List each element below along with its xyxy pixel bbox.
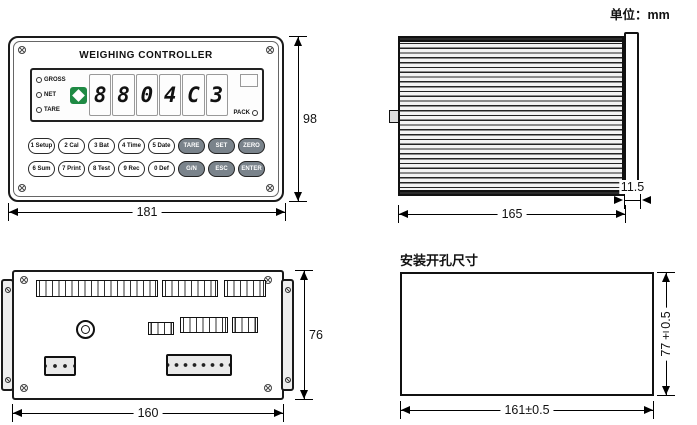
front-bezel-side — [624, 32, 639, 190]
keypad: 1 Setup 2 Cal 3 Bat 4 Time 5 Date TARE S… — [28, 138, 268, 177]
side-view-heatsink — [398, 36, 624, 196]
mounting-ear-left — [1, 279, 14, 391]
dim-bezel-depth: 11.5 — [614, 180, 651, 209]
side-top-rail — [398, 36, 624, 42]
terminal-strip — [162, 280, 218, 297]
keypad-row-1: 1 Setup 2 Cal 3 Bat 4 Time 5 Date TARE S… — [28, 138, 268, 154]
dim-cutout-width: 161±0.5 — [400, 401, 654, 419]
key-def: 0 Def — [148, 161, 175, 177]
key-print: 7 Print — [58, 161, 85, 177]
dim-label: 181 — [132, 205, 162, 219]
key-enter: ENTER — [238, 161, 265, 177]
display-right-column: PACK — [230, 72, 260, 118]
screw-icon — [4, 287, 11, 293]
logo-diamond-icon — [72, 88, 85, 102]
front-bezel — [13, 41, 279, 197]
led-display: GROSS NET TARE 8 8 0 4 C 3 — [30, 68, 264, 122]
display-digit: 8 — [89, 74, 112, 116]
display-digit: C — [182, 74, 205, 116]
terminal-plug — [166, 354, 232, 376]
indicator-label: NET — [44, 91, 56, 98]
screw-icon — [20, 384, 28, 392]
key-tare: TARE — [178, 138, 205, 154]
cutout-rectangle — [400, 272, 654, 396]
dim-label: 161±0.5 — [500, 403, 554, 417]
screw-icon — [4, 377, 11, 383]
pack-indicator: PACK — [233, 110, 258, 116]
screw-icon — [266, 184, 274, 192]
indicator-label: TARE — [44, 107, 60, 114]
dim-front-height: 98 — [289, 36, 319, 202]
screw-icon — [18, 46, 26, 54]
cutout-title: 安装开孔尺寸 — [400, 253, 479, 268]
dim-label: 160 — [133, 406, 163, 420]
indicator-lamp-icon — [36, 107, 42, 114]
terminal-strip — [180, 317, 228, 333]
indicator-lamp-icon — [252, 110, 258, 116]
screw-icon — [18, 184, 26, 192]
dim-rear-width: 160 — [12, 404, 284, 422]
screw-icon — [284, 287, 291, 293]
key-zero: ZERO — [238, 138, 265, 154]
dim-label: 76 — [307, 328, 325, 342]
terminal-plug — [44, 356, 76, 376]
key-bat: 3 Bat — [88, 138, 115, 154]
terminal-strip — [232, 317, 258, 333]
key-setup: 1 Setup — [28, 138, 55, 154]
display-digit: 3 — [205, 74, 228, 116]
status-indicators: GROSS NET TARE — [34, 72, 70, 118]
display-digits: 8 8 0 4 C 3 — [87, 72, 230, 118]
key-date: 5 Date — [148, 138, 175, 154]
key-rec: 9 Rec — [118, 161, 145, 177]
indicator-lamp-icon — [36, 76, 42, 83]
dim-cutout-height: 77±0.5 — [657, 272, 675, 396]
screw-icon — [20, 276, 28, 284]
mounting-stud — [389, 110, 399, 123]
pack-label: PACK — [233, 110, 250, 116]
keypad-row-2: 6 Sum 7 Print 8 Test 9 Rec 0 Def G/N ESC… — [28, 161, 268, 177]
display-digit: 4 — [158, 74, 182, 116]
display-digit: 8 — [112, 74, 135, 116]
round-connector — [76, 320, 95, 339]
screw-icon — [264, 384, 272, 392]
side-bottom-rail — [398, 190, 624, 196]
gross-indicator: GROSS — [36, 76, 70, 83]
panel-title: WEIGHING CONTROLLER — [79, 50, 213, 61]
dim-front-width: 181 — [8, 203, 286, 221]
dim-rear-height: 76 — [295, 270, 325, 400]
key-sum: 6 Sum — [28, 161, 55, 177]
dim-label: 165 — [497, 207, 527, 221]
key-set: SET — [208, 138, 235, 154]
screw-icon — [284, 377, 291, 383]
key-esc: ESC — [208, 161, 235, 177]
key-test: 8 Test — [88, 161, 115, 177]
mounting-ear-right — [281, 279, 294, 391]
terminal-strip — [224, 280, 266, 297]
unit-annunciator — [240, 74, 258, 87]
display-digit: 0 — [135, 74, 158, 116]
screw-icon — [266, 46, 274, 54]
indicator-label: GROSS — [44, 76, 66, 83]
dim-label: 98 — [301, 112, 319, 126]
dim-side-depth: 165 — [398, 205, 626, 223]
indicator-lamp-icon — [36, 91, 42, 98]
terminal-strip — [36, 280, 158, 297]
terminal-strip — [148, 322, 174, 335]
tare-indicator: TARE — [36, 107, 70, 114]
unit-note: 单位：mm — [610, 8, 670, 22]
brand-logo-icon — [70, 86, 87, 104]
dim-label: 77±0.5 — [659, 307, 673, 361]
key-cal: 2 Cal — [58, 138, 85, 154]
key-time: 4 Time — [118, 138, 145, 154]
dim-label: 11.5 — [618, 180, 647, 194]
net-indicator: NET — [36, 91, 70, 98]
front-view: WEIGHING CONTROLLER GROSS NET TARE — [8, 36, 284, 202]
key-gn: G/N — [178, 161, 205, 177]
